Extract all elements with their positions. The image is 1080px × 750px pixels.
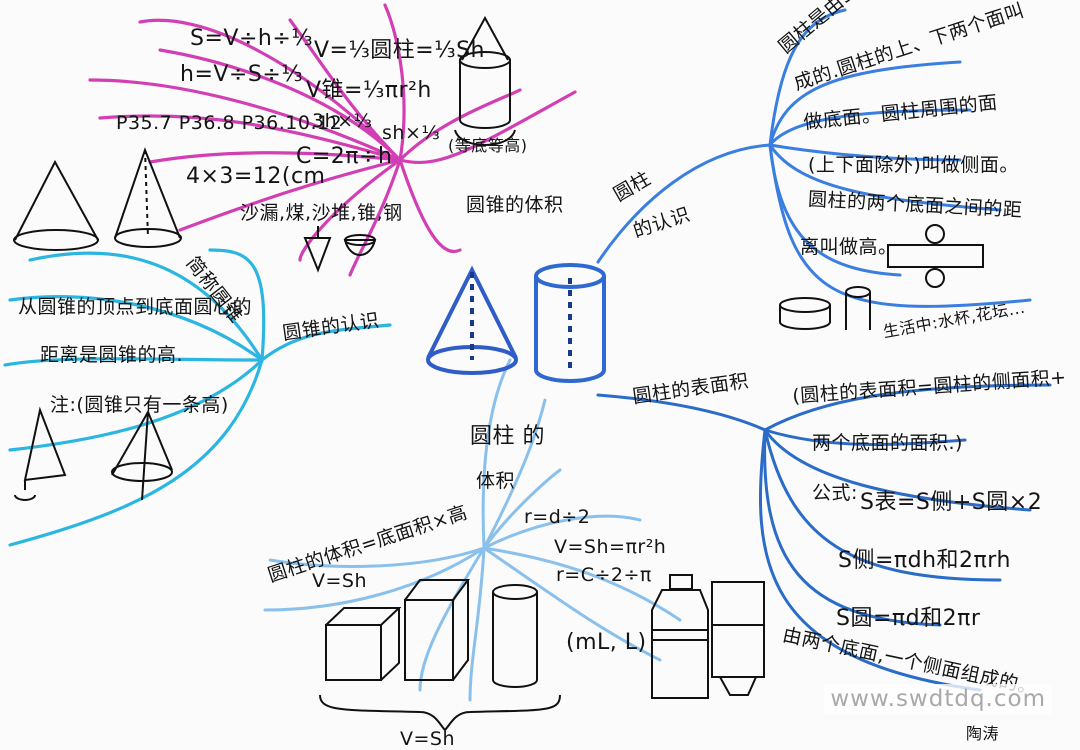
- volume-v-pi: V=Sh=πr²h: [554, 536, 667, 558]
- formula-total: S表=S侧+S圆×2: [860, 490, 1043, 515]
- cylinder-def-4: (上下面除外)叫做侧面。: [808, 154, 1019, 176]
- cylinder-def-6: 离叫做高。: [800, 236, 898, 258]
- cone-volume-title: 圆锥的体积: [466, 194, 564, 216]
- center-cone-figure: [426, 265, 518, 375]
- left-top-cones: [13, 147, 182, 251]
- formula-circle: S圆=πd和2πr: [836, 606, 981, 631]
- op-3h: 3h×⅓: [312, 110, 373, 132]
- volume-v-sh: V=Sh: [312, 570, 368, 592]
- volume-r-d: r=d÷2: [524, 506, 591, 528]
- left-bottom-shapes: [14, 406, 173, 501]
- formula-v-cylinder: V=⅓圆柱=⅓Sh: [314, 38, 485, 63]
- disc-cylinder-sketch: [779, 286, 871, 330]
- bracket: [319, 694, 561, 732]
- formula-h: h=V÷S÷⅓: [180, 62, 304, 87]
- equal-base-note: (等底等高): [448, 136, 528, 155]
- volume-units: (mL, L): [566, 630, 647, 655]
- cone-cylinder-sketch: [454, 15, 516, 146]
- center-title-line2: 体积: [476, 470, 516, 492]
- op-sh: sh×⅓: [382, 122, 441, 144]
- blue-branches-top: [596, 8, 1032, 308]
- page-refs: P35.7 P36.8 P36.10.12: [116, 112, 343, 134]
- cone-note: 注:(圆锥只有一条高): [50, 394, 229, 416]
- formula-s: S=V÷h÷⅓: [190, 26, 314, 51]
- formula-v-cone: V锥=⅓πr²h: [306, 78, 432, 103]
- center-title-line1: 圆柱 的: [470, 424, 545, 449]
- formula-prefix: 公式:: [812, 482, 858, 504]
- volume-bottom: V=Sh: [400, 728, 456, 750]
- height-def-1: 从圆锥的顶点到底面圆心的: [18, 296, 253, 318]
- blue-branches-bottom: [596, 383, 1052, 692]
- volume-r-c: r=C÷2÷π: [556, 564, 652, 586]
- center-cylinder-figure: [534, 263, 606, 383]
- signature: 陶涛: [966, 724, 1000, 743]
- formula-c: C=2π÷h: [296, 144, 393, 169]
- watermark: www.swdtdq.com: [824, 684, 1052, 714]
- magenta-branches: [88, 3, 577, 277]
- life-examples: 沙漏,煤,沙堆,锥,钢: [240, 202, 403, 224]
- cylinder-section-diagram: [887, 224, 984, 288]
- bottle-sketches: [651, 574, 765, 699]
- cuboid-sketches: [325, 579, 538, 688]
- formula-side: S侧=πdh和2πrh: [838, 548, 1011, 573]
- spinning-top-sketches: [303, 226, 377, 273]
- example-calc: 4×3=12(cm: [186, 164, 326, 189]
- height-def-2: 距离是圆锥的高.: [40, 344, 184, 366]
- surface-def-2: 两个底面的面积.): [812, 432, 963, 454]
